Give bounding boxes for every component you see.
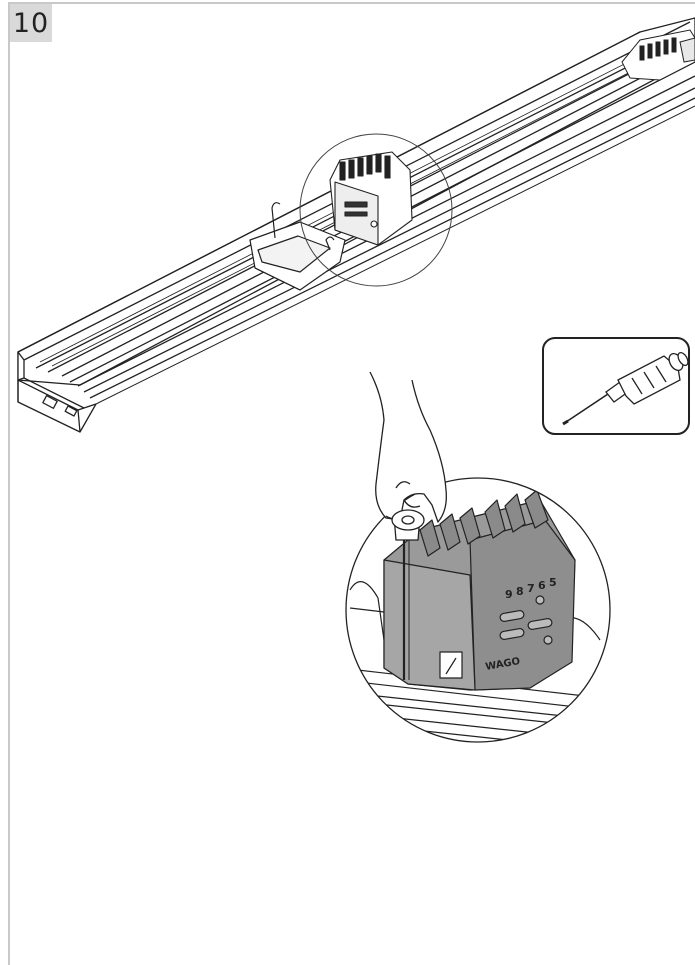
magnified-detail-view: 9 8 7 6 5 WAGO [346,478,610,742]
hand-illustration [369,371,447,531]
mounting-clip [249,202,346,291]
rail-connector [329,151,413,246]
svg-text:5: 5 [549,576,557,589]
detail-circle-outline [345,477,611,743]
page-frame-top [8,2,695,4]
svg-text:7: 7 [527,582,535,595]
detail-callout-circle [299,133,453,287]
screwdriver-tool-badge [542,337,690,435]
svg-text:9: 9 [505,588,513,601]
screwdriver-icon [562,351,689,426]
step-number: 10 [12,7,50,39]
rail-connector-far [621,29,695,81]
step-number-box: 10 [10,4,52,42]
page-frame-left [8,2,10,965]
connector-terminal-marks: 9 8 7 6 5 [505,576,557,601]
svg-text:8: 8 [516,585,524,598]
svg-text:6: 6 [538,579,546,592]
